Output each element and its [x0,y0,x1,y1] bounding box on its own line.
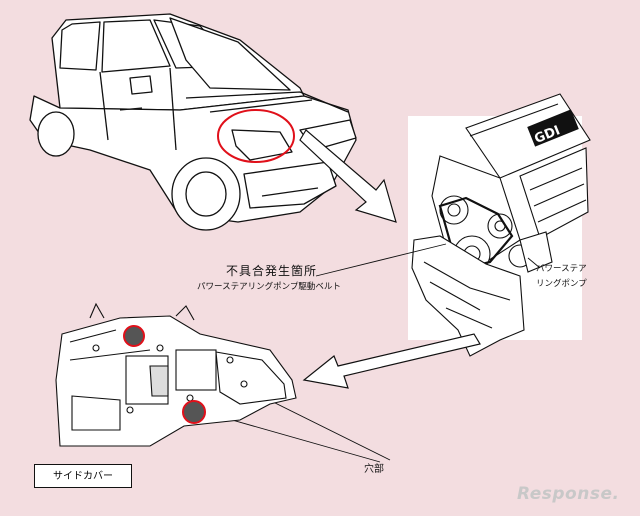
arrow-car-to-engine [299,129,397,223]
hole-label: 穴部 [364,464,384,475]
power-steering-pump-label: パワーステア リングポンプ [536,264,587,289]
arrow-engine-to-cover [302,333,481,389]
hole-circle-lower [182,400,206,424]
brand-watermark: Response. [517,484,620,504]
side-cover-label: サイドカバー [34,464,132,488]
defect-detail-label: パワーステアリングポンプ駆動ベルト [197,282,341,292]
hole-circle-upper [123,325,145,347]
side-cover-illustration [55,302,297,447]
car-illustration [29,13,357,231]
car-highlight-circle [217,109,295,163]
engine-illustration [411,93,591,357]
defect-location-label: 不具合発生箇所 [226,264,318,278]
